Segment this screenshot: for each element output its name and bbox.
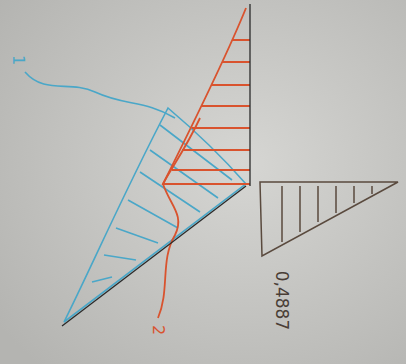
red-diagram — [158, 8, 250, 318]
axis-lines — [62, 4, 250, 326]
diagram-number: 2 — [150, 325, 166, 335]
blue-diagram — [25, 72, 246, 322]
value-label: 0,4887 — [273, 270, 290, 329]
brown-diagram — [260, 182, 398, 256]
diagram-number: 1 — [10, 55, 26, 65]
